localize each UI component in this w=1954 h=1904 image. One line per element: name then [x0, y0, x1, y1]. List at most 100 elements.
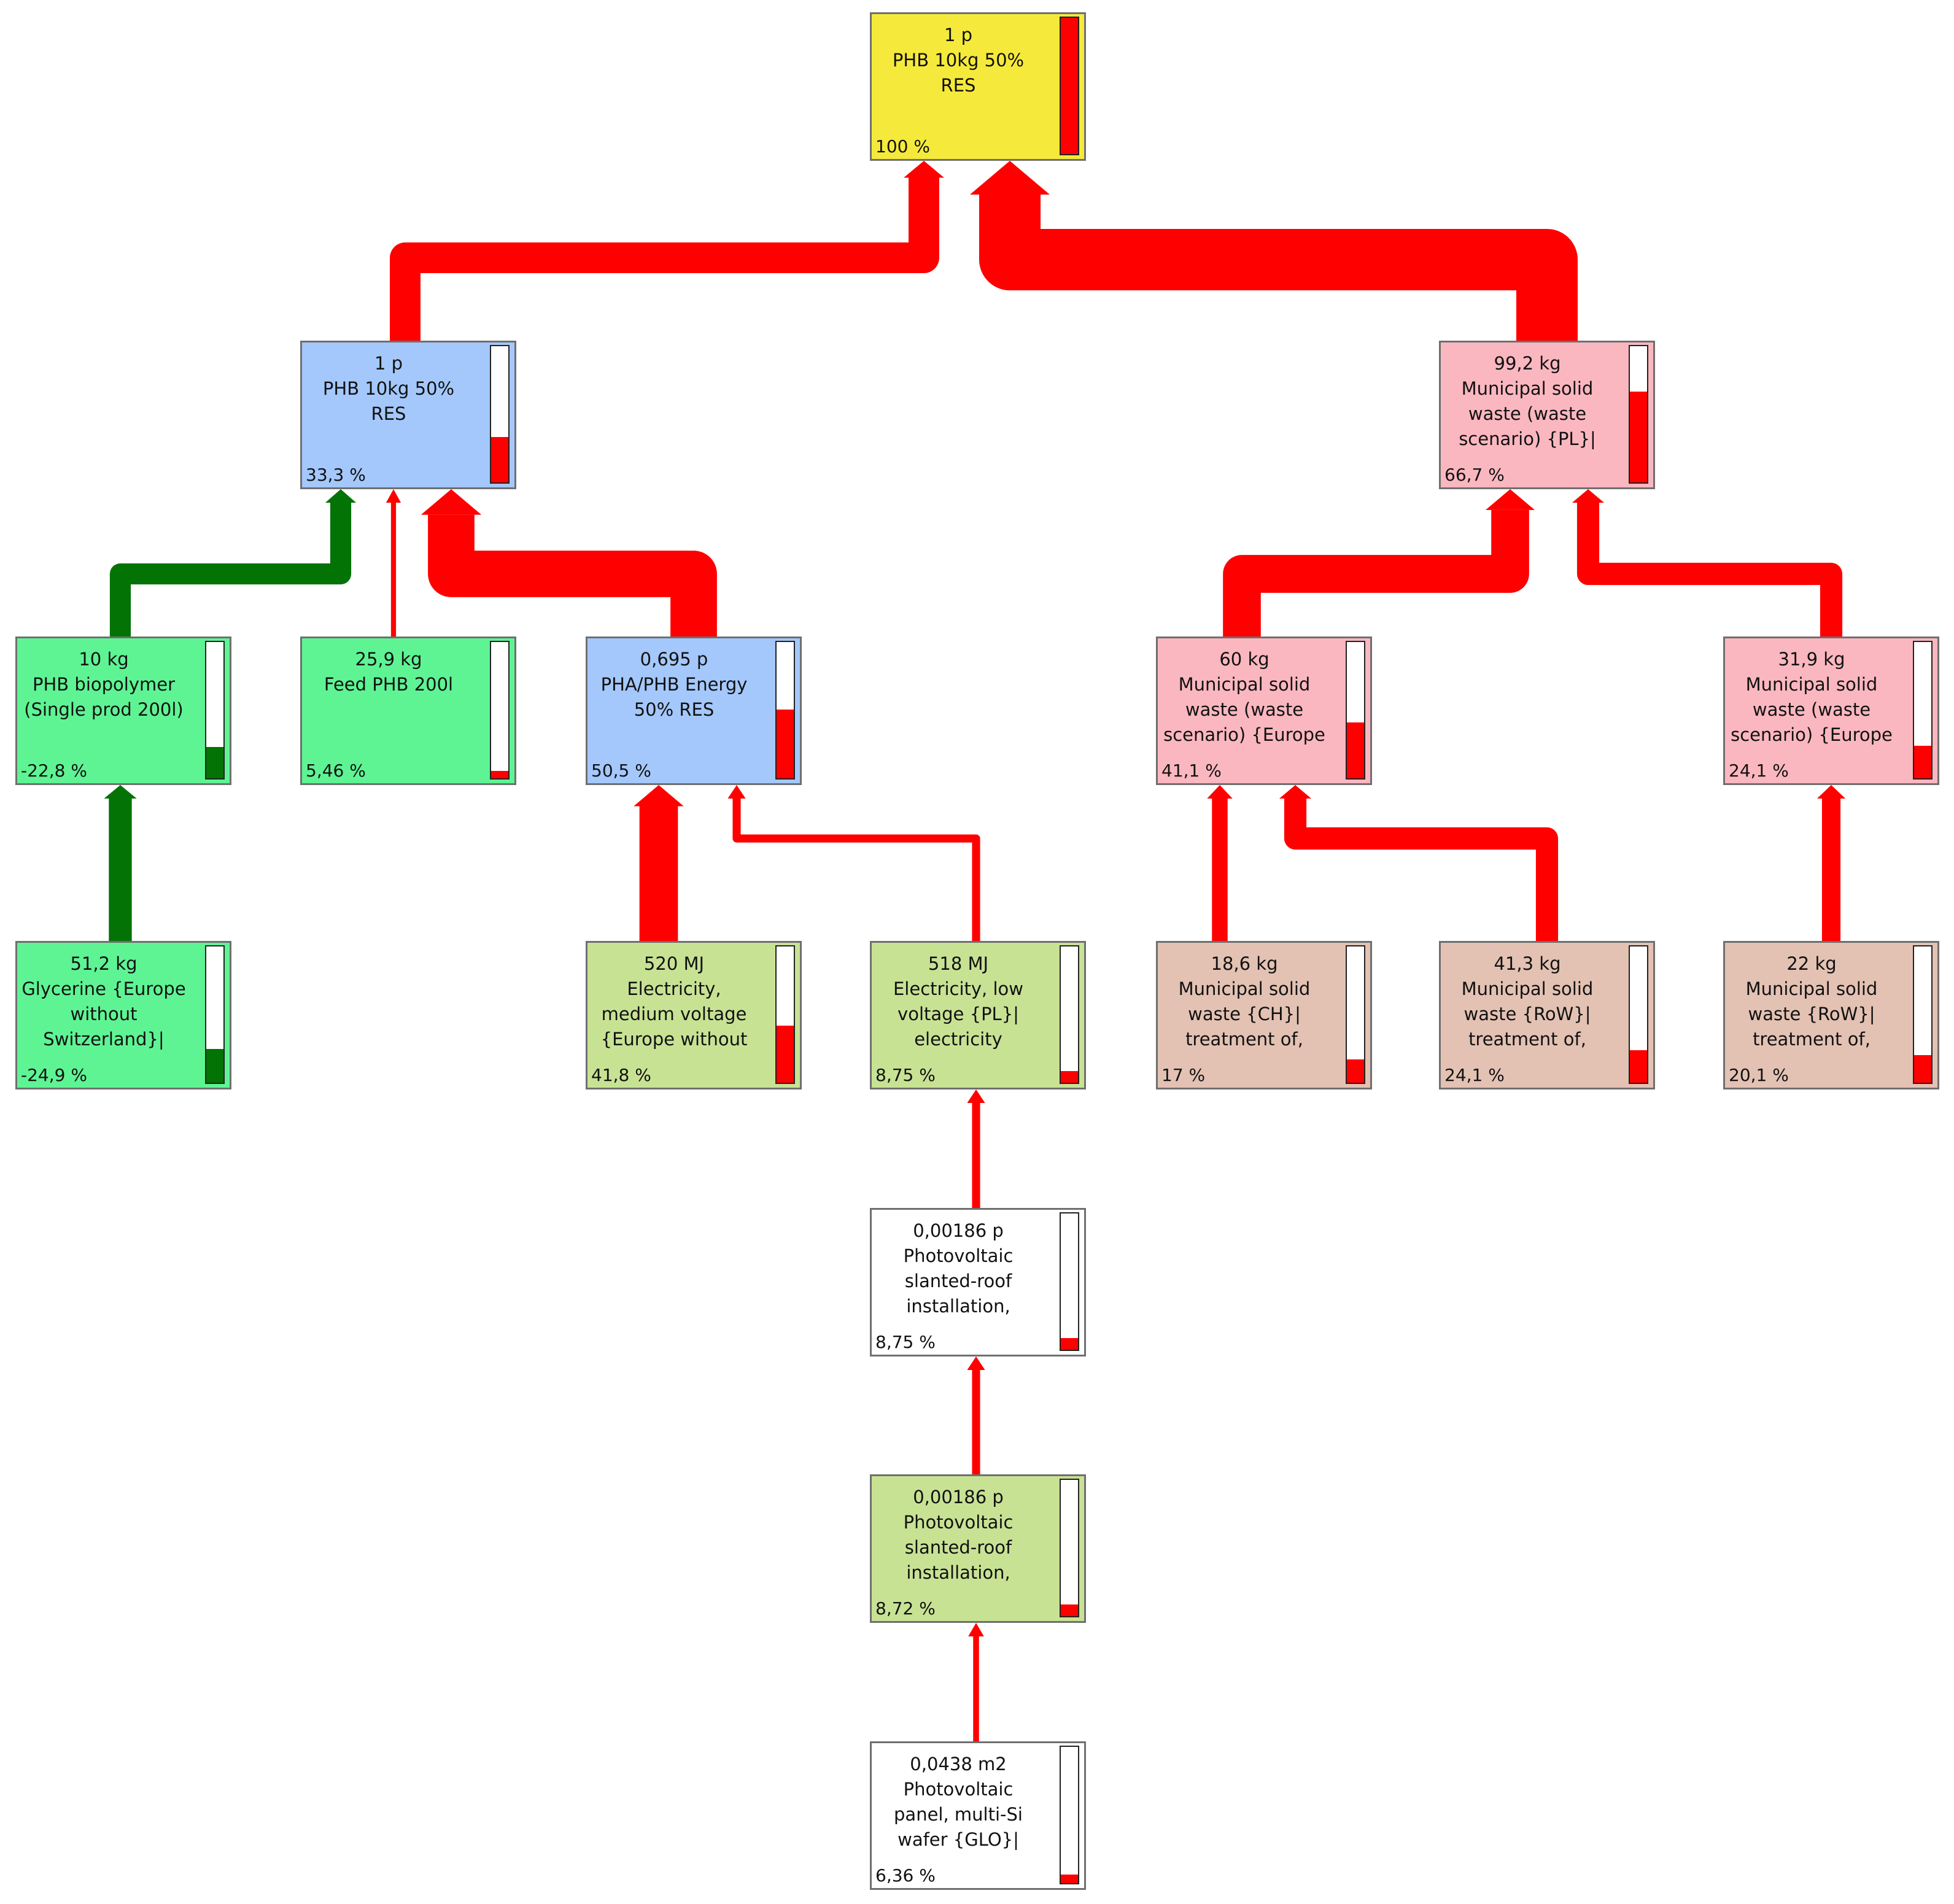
- contribution-gauge: [1060, 945, 1079, 1084]
- node-percent: 66,7 %: [1444, 465, 1505, 485]
- arrowhead-icon: [967, 1356, 985, 1370]
- node-label: Municipal solid waste (waste scenario) {…: [1459, 378, 1596, 455]
- process-node-n16[interactable]: 0,00186 p Photovoltaic slanted-roof insta…: [870, 1474, 1086, 1623]
- node-percent: 100 %: [875, 136, 930, 157]
- node-amount: 25,9 kg: [355, 649, 422, 670]
- flow-arrow-n5-to-n2: [386, 489, 401, 637]
- node-label: PHB 10kg 50% RES: [322, 378, 455, 424]
- contribution-gauge-fill: [1061, 1070, 1078, 1083]
- contribution-gauge: [490, 345, 510, 484]
- node-title: 0,00186 p Photovoltaic slanted-roof insta…: [875, 1485, 1041, 1589]
- node-percent: 50,5 %: [591, 760, 651, 781]
- flow-arrow-n10-to-n6: [634, 785, 684, 941]
- contribution-gauge-fill: [491, 437, 508, 482]
- node-amount: 518 MJ: [928, 953, 989, 974]
- contribution-gauge: [775, 641, 795, 780]
- flow-arrow-n17-to-n16: [968, 1623, 984, 1741]
- node-amount: 1 p: [374, 353, 403, 374]
- arrowhead-icon: [386, 489, 401, 503]
- contribution-gauge-fill: [491, 770, 508, 778]
- node-title: 41,3 kg Municipal solid waste {RoW}| trea…: [1444, 951, 1610, 1056]
- arrowhead-icon: [969, 161, 1050, 195]
- contribution-gauge-fill: [1061, 18, 1078, 154]
- node-percent: 33,3 %: [306, 465, 366, 485]
- flow-arrow-n16-to-n15: [967, 1356, 985, 1474]
- node-percent: 8,75 %: [875, 1065, 936, 1085]
- node-amount: 31,9 kg: [1778, 649, 1845, 670]
- process-node-n9[interactable]: 51,2 kg Glycerine {Europe without Switzer…: [15, 941, 231, 1089]
- flow-line: [1223, 509, 1529, 637]
- node-percent: 41,1 %: [1161, 760, 1222, 781]
- arrowhead-icon: [325, 489, 357, 503]
- flow-arrow-n6-to-n2: [421, 489, 717, 637]
- contribution-gauge-fill: [1061, 1604, 1078, 1616]
- contribution-gauge: [490, 641, 510, 780]
- node-label: Photovoltaic slanted-roof installation, …: [903, 1245, 1014, 1323]
- process-node-n8[interactable]: 31,9 kg Municipal solid waste (waste scen…: [1723, 637, 1939, 785]
- flow-line: [1284, 799, 1559, 941]
- arrowhead-icon: [727, 785, 746, 799]
- flow-line: [979, 195, 1578, 341]
- node-label: PHB 10kg 50% RES: [892, 50, 1025, 96]
- node-amount: 18,6 kg: [1211, 953, 1278, 974]
- node-amount: 0,00186 p: [913, 1487, 1004, 1507]
- arrowhead-icon: [1816, 785, 1846, 799]
- node-label: Municipal solid waste {RoW}| treatment o…: [1453, 978, 1602, 1056]
- contribution-gauge: [1913, 641, 1933, 780]
- contribution-gauge-fill: [1630, 1050, 1647, 1083]
- node-label: Feed PHB 200l: [324, 674, 454, 695]
- flow-line: [1576, 503, 1843, 637]
- node-label: Municipal solid waste {RoW}| treatment o…: [1732, 978, 1892, 1056]
- contribution-gauge: [1060, 17, 1079, 155]
- contribution-gauge-fill: [1914, 1055, 1931, 1083]
- node-amount: 41,3 kg: [1494, 953, 1561, 974]
- contribution-gauge-fill: [777, 1026, 794, 1083]
- node-percent: 24,1 %: [1444, 1065, 1505, 1085]
- node-label: Photovoltaic panel, multi-Si wafer {GLO}…: [885, 1779, 1033, 1856]
- node-percent: -22,8 %: [21, 760, 87, 781]
- arrowhead-icon: [1207, 785, 1233, 799]
- node-label: Municipal solid waste (waste scenario) {…: [1731, 674, 1893, 751]
- node-amount: 99,2 kg: [1494, 353, 1561, 374]
- node-amount: 51,2 kg: [70, 953, 138, 974]
- process-node-n2[interactable]: 1 p PHB 10kg 50% RES 33,3 %: [300, 341, 516, 489]
- node-percent: 8,72 %: [875, 1598, 936, 1619]
- contribution-gauge-fill: [1347, 722, 1364, 778]
- contribution-gauge: [1913, 945, 1933, 1084]
- node-percent: 17 %: [1161, 1065, 1206, 1085]
- flow-line: [732, 799, 980, 941]
- node-amount: 10 kg: [79, 649, 129, 670]
- flow-line: [390, 177, 939, 341]
- flow-line: [428, 514, 717, 637]
- process-node-n3[interactable]: 99,2 kg Municipal solid waste (waste scen…: [1439, 341, 1655, 489]
- flow-arrow-n8-to-n3: [1572, 489, 1843, 637]
- process-node-n13[interactable]: 41,3 kg Municipal solid waste {RoW}| trea…: [1439, 941, 1655, 1089]
- node-label: Photovoltaic slanted-roof installation, …: [903, 1512, 1014, 1589]
- contribution-gauge-fill: [1347, 1059, 1364, 1083]
- flow-arrow-n9-to-n4: [104, 785, 137, 941]
- node-label: Glycerine {Europe without Switzerland}| …: [21, 978, 186, 1056]
- flow-arrow-n3-to-n1: [969, 161, 1578, 341]
- node-percent: 8,75 %: [875, 1332, 936, 1352]
- flow-arrow-n15-to-n11: [967, 1089, 985, 1208]
- arrowhead-icon: [904, 161, 944, 178]
